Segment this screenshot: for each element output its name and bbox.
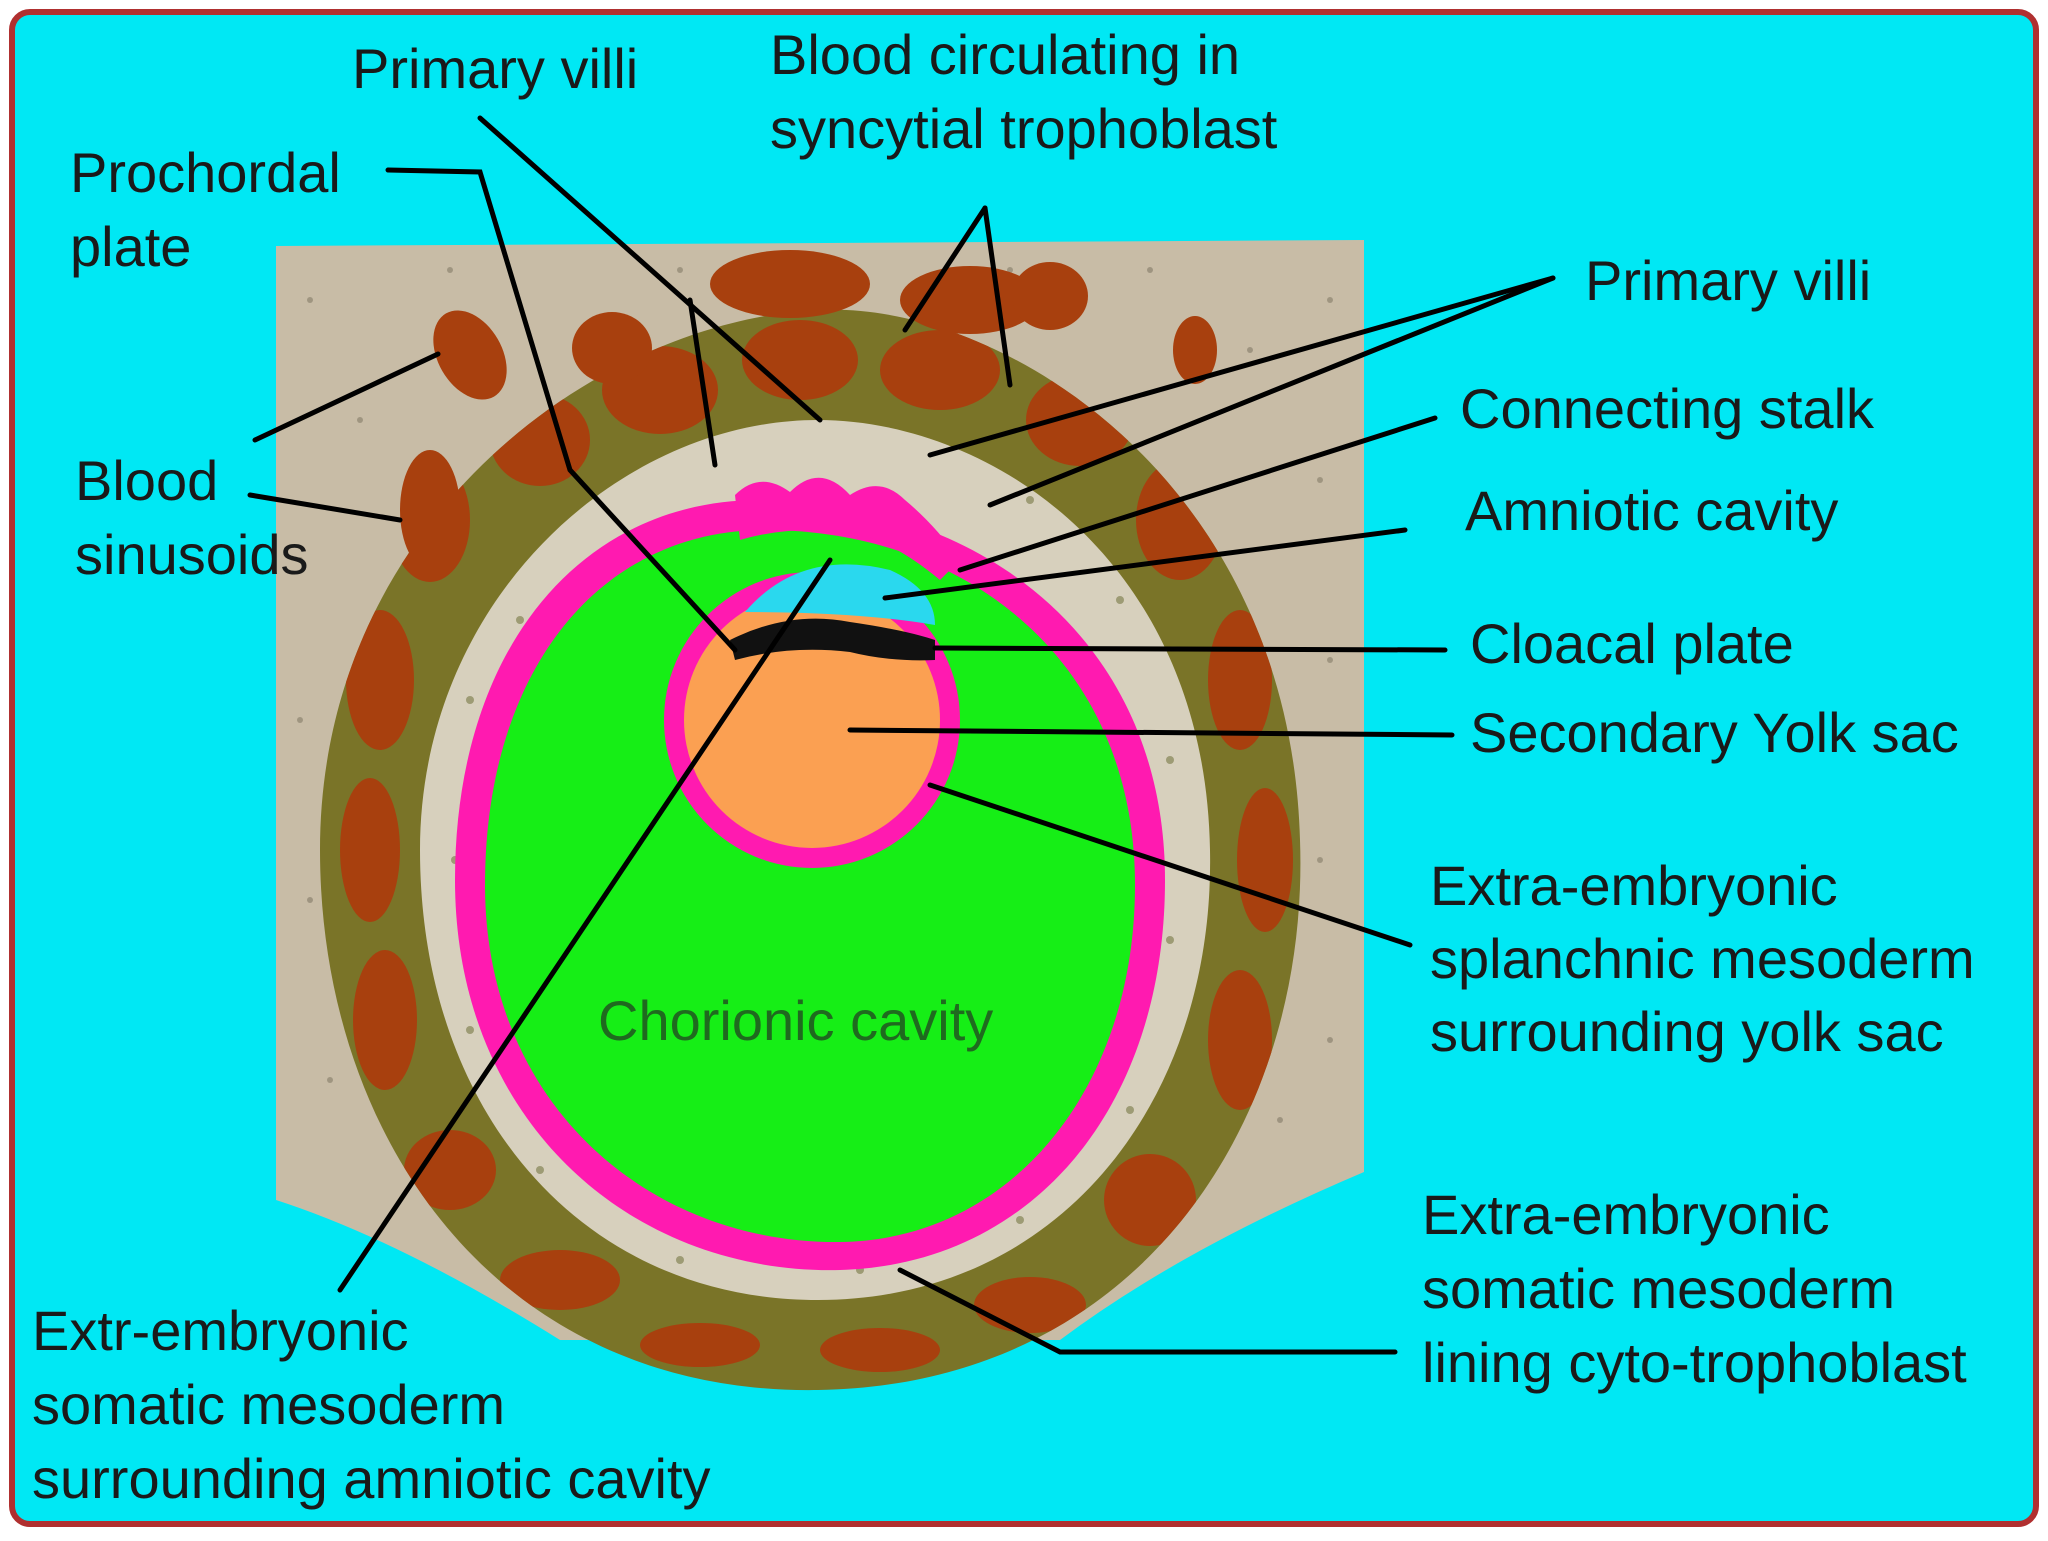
- label-blood-sinusoids-line1: Blood: [75, 449, 218, 512]
- label-chorionic-cavity: Chorionic cavity: [598, 989, 993, 1052]
- chorionic-cavity: [485, 530, 1135, 1243]
- label-somatic-cyto-line3: lining cyto-trophoblast: [1422, 1331, 1967, 1394]
- label-somatic-cyto-line1: Extra-embryonic: [1422, 1183, 1830, 1246]
- label-prochordal-line2: plate: [70, 215, 191, 278]
- label-prochordal-line1: Prochordal: [70, 141, 341, 204]
- amniotic-cavity: [745, 564, 935, 625]
- label-somatic-cyto-line2: somatic mesoderm: [1422, 1257, 1895, 1320]
- label-cloacal-plate: Cloacal plate: [1470, 612, 1794, 675]
- label-splanchnic-line2: splanchnic mesoderm: [1430, 927, 1975, 990]
- label-splanchnic-line1: Extra-embryonic: [1430, 854, 1838, 917]
- blood-sinusoids: [400, 250, 1217, 570]
- label-connecting-stalk: Connecting stalk: [1460, 377, 1875, 440]
- leader-lines: [247, 115, 1556, 1355]
- label-primary-villi-top: Primary villi: [352, 37, 638, 100]
- label-blood-sinusoids-line2: sinusoids: [75, 523, 308, 586]
- label-blood-circulating-line1: Blood circulating in: [770, 23, 1240, 86]
- label-splanchnic-line3: surrounding yolk sac: [1430, 1000, 1944, 1063]
- label-somatic-amnio-line1: Extr-embryonic: [32, 1299, 409, 1362]
- label-primary-villi-right: Primary villi: [1585, 249, 1871, 312]
- label-amniotic-cavity: Amniotic cavity: [1465, 479, 1838, 542]
- label-somatic-amnio-line2: somatic mesoderm: [32, 1373, 505, 1436]
- connecting-stalk: [735, 477, 960, 580]
- label-somatic-amnio-line3: surrounding amniotic cavity: [32, 1447, 711, 1510]
- labels: Primary villi Blood circulating in syncy…: [32, 23, 1975, 1510]
- label-secondary-yolk-sac: Secondary Yolk sac: [1470, 701, 1959, 764]
- label-blood-circulating-line2: syncytial trophoblast: [770, 97, 1278, 160]
